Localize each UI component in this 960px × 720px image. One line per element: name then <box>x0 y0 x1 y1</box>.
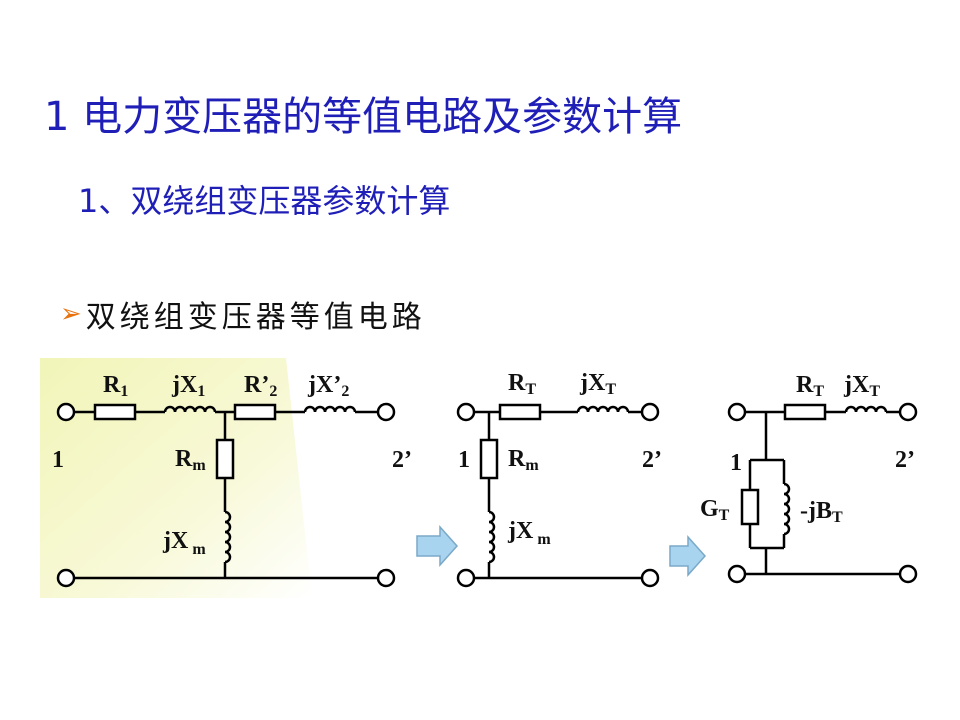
right-arrow-icon <box>416 525 459 567</box>
resistor-rm <box>479 438 499 480</box>
resistor-r2 <box>233 403 277 421</box>
inductor-xm <box>488 510 496 564</box>
right-arrow-icon <box>669 535 707 577</box>
terminal-top-left <box>456 402 476 422</box>
label-x2: jX’2 <box>307 372 349 400</box>
label-xt: jXT <box>843 372 880 400</box>
terminal-bottom-left <box>56 568 76 588</box>
label-rt: RT <box>796 372 824 400</box>
inductor-xt <box>844 405 888 413</box>
label-port-2: 2’ <box>642 447 662 473</box>
label-r1: R1 <box>103 372 128 400</box>
label-xt: jXT <box>579 370 616 398</box>
arrow-bullet-icon: ➢ <box>60 299 82 329</box>
conductance-gt <box>740 488 760 526</box>
terminal-bottom-left <box>727 564 747 584</box>
terminal-top-right <box>898 402 918 422</box>
terminal-bottom-left <box>456 568 476 588</box>
label-rt: RT <box>508 370 536 398</box>
terminal-top-right <box>640 402 660 422</box>
inductor-bt <box>783 482 791 536</box>
terminal-bottom-right <box>376 568 396 588</box>
gamma-gt-bt-circuit: RT jXT GT -jBT 1 2’ <box>700 372 918 584</box>
terminal-top-left <box>727 402 747 422</box>
label-gt: GT <box>700 496 730 524</box>
label-port-1: 1 <box>730 450 742 476</box>
resistor-r1 <box>93 403 137 421</box>
terminal-top-right <box>376 402 396 422</box>
label-rm: Rm <box>175 446 206 474</box>
bullet-text: 双绕组变压器等值电路 <box>85 300 426 335</box>
terminal-bottom-right <box>898 564 918 584</box>
label-port-1: 1 <box>52 447 64 473</box>
label-port-2: 2’ <box>392 447 412 473</box>
label-bt: -jBT <box>800 498 843 526</box>
label-x1: jX1 <box>171 372 205 400</box>
slide-title: 1 电力变压器的等值电路及参数计算 <box>44 94 683 140</box>
inductor-xm <box>224 510 232 564</box>
resistor-rm <box>215 438 235 480</box>
resistor-rt <box>783 403 827 421</box>
inductor-x2 <box>303 405 357 413</box>
terminal-bottom-right <box>640 568 660 588</box>
bullet-item: ➢ 双绕组变压器等值电路 <box>60 292 426 336</box>
label-r2: R’2 <box>244 372 277 400</box>
resistor-rt <box>498 403 542 421</box>
terminal-top-left <box>56 402 76 422</box>
slide-subtitle: 1、双绕组变压器参数计算 <box>78 182 451 220</box>
label-port-2: 2’ <box>895 447 915 473</box>
label-rm: Rm <box>508 446 539 474</box>
inductor-x1 <box>163 405 217 413</box>
label-port-1: 1 <box>458 447 470 473</box>
inductor-xt <box>576 405 630 413</box>
